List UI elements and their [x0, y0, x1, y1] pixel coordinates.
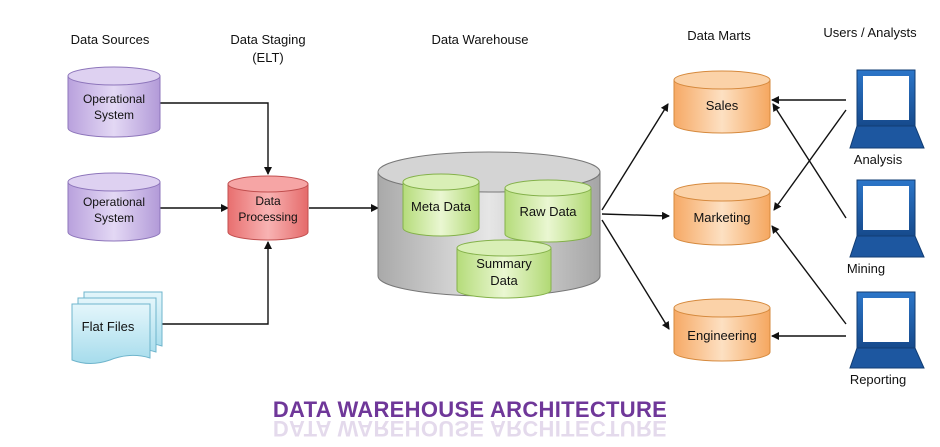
- header-data-warehouse: Data Warehouse: [431, 32, 528, 47]
- diagram-title: DATA WAREHOUSE ARCHITECTURE: [273, 397, 667, 422]
- user-reporting-label: Reporting: [850, 372, 906, 387]
- warehouse-meta-data: Meta Data: [402, 173, 480, 237]
- arrow-reporting-to-marketing: [771, 225, 847, 325]
- mart-engineering: Engineering: [673, 298, 771, 362]
- header-data-sources: Data Sources: [71, 32, 150, 47]
- svg-text:Raw Data: Raw Data: [519, 204, 577, 219]
- svg-text:Operational: Operational: [83, 195, 145, 209]
- svg-text:Marketing: Marketing: [693, 210, 750, 225]
- svg-text:System: System: [94, 211, 134, 225]
- laptop-reporting-icon: [849, 291, 925, 369]
- arrow-analysis-to-marketing: [773, 109, 847, 211]
- mart-sales: Sales: [673, 70, 771, 134]
- arrow-op1-to-staging: [160, 102, 272, 175]
- svg-text:Operational: Operational: [83, 92, 145, 106]
- source-operational-system-1: Operational System: [67, 66, 161, 138]
- arrow-mining-to-sales: [772, 103, 847, 219]
- svg-text:Data: Data: [255, 194, 281, 208]
- header-users-analysts: Users / Analysts: [823, 25, 917, 40]
- user-analysis-label: Analysis: [854, 152, 903, 167]
- header-data-staging: Data Staging: [230, 32, 305, 47]
- mart-marketing: Marketing: [673, 182, 771, 246]
- svg-text:Engineering: Engineering: [687, 328, 756, 343]
- svg-text:System: System: [94, 108, 134, 122]
- svg-text:Sales: Sales: [706, 98, 739, 113]
- svg-text:Data: Data: [490, 273, 518, 288]
- header-data-staging-sub: (ELT): [252, 50, 284, 65]
- arrow-flatfiles-to-staging: [160, 241, 272, 325]
- svg-text:Summary: Summary: [476, 256, 532, 271]
- staging-data-processing: Data Processing: [227, 175, 309, 241]
- svg-text:Processing: Processing: [238, 210, 297, 224]
- laptop-analysis-icon: [849, 69, 925, 149]
- source-operational-system-2: Operational System: [67, 172, 161, 242]
- header-data-marts: Data Marts: [687, 28, 751, 43]
- svg-text:Meta Data: Meta Data: [411, 199, 472, 214]
- source-flat-files: Flat Files: [71, 291, 163, 364]
- flat-files-label: Flat Files: [82, 319, 135, 334]
- warehouse-summary-data: Summary Data: [456, 239, 552, 299]
- arrow-warehouse-to-engineering: [601, 219, 670, 330]
- arrow-warehouse-to-sales: [601, 103, 669, 211]
- svg-text:DATA WAREHOUSE ARCHITECTURE: DATA WAREHOUSE ARCHITECTURE: [273, 416, 667, 441]
- diagram-title-reflection: DATA WAREHOUSE ARCHITECTURE: [273, 416, 667, 441]
- laptop-mining-icon: [849, 179, 925, 258]
- arrow-warehouse-to-marketing: [601, 211, 670, 220]
- warehouse-raw-data: Raw Data: [504, 179, 592, 243]
- user-mining-label: Mining: [847, 261, 885, 276]
